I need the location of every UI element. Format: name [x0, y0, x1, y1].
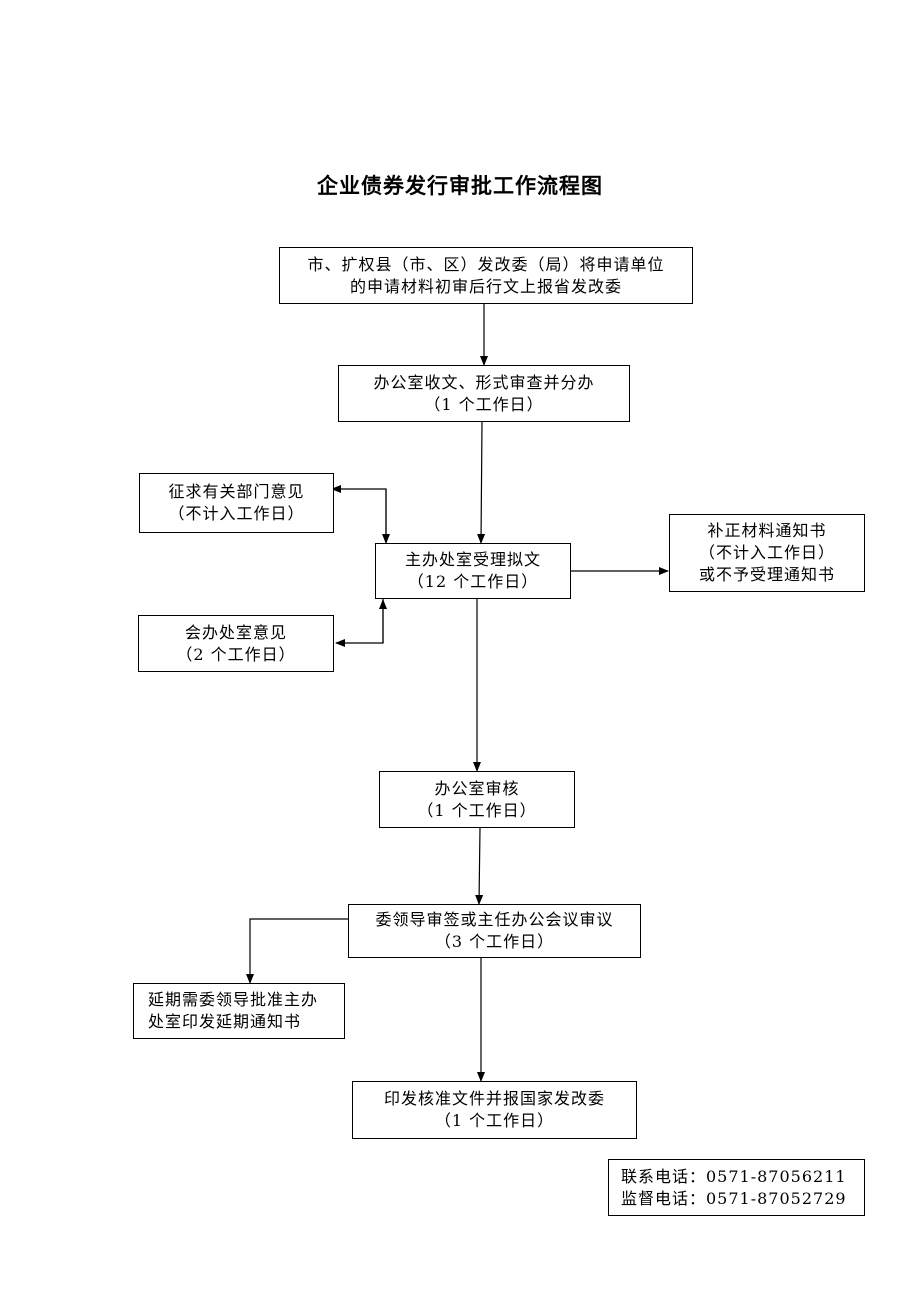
arrow-review-to-leader [475, 827, 484, 905]
arrow-office-to-main [477, 421, 486, 544]
arrow-main-to-consult [331, 485, 387, 543]
node-office-review-line2: （1 个工作日） [417, 800, 537, 820]
arrow-main-to-co-division [335, 599, 384, 647]
contact-supervision-phone: 监督电话：0571-87052729 [621, 1188, 847, 1208]
node-supplement-notice-line3: 或不予受理通知书 [698, 565, 835, 584]
node-consult-departments: 征求有关部门意见 （不计入工作日） [139, 473, 334, 533]
node-approval: 印发核准文件并报国家发改委 （1 个工作日） [352, 1081, 637, 1139]
node-office-receive-line2: （1 个工作日） [424, 394, 544, 414]
node-submit-line2: 的申请材料初审后行文上报省发改委 [349, 276, 622, 296]
node-co-division: 会办处室意见 （2 个工作日） [138, 615, 334, 672]
node-office-receive: 办公室收文、形式审查并分办 （1 个工作日） [338, 365, 630, 422]
page-title: 企业债券发行审批工作流程图 [317, 173, 603, 198]
node-supplement-notice-line1: 补正材料通知书 [707, 521, 827, 540]
contact-box: 联系电话：0571-87056211 监督电话：0571-87052729 [608, 1159, 865, 1216]
node-co-division-line1: 会办处室意见 [184, 622, 287, 642]
node-approval-line1: 印发核准文件并报国家发改委 [383, 1089, 605, 1108]
node-office-receive-line1: 办公室收文、形式审查并分办 [373, 372, 595, 392]
node-extension-line2: 处室印发延期通知书 [148, 1012, 302, 1031]
node-main-division-line2: （12 个工作日） [407, 572, 539, 591]
arrow-leader-to-extension [246, 918, 348, 984]
node-leader-review-line1: 委领导审签或主任办公会议审议 [375, 910, 614, 929]
node-leader-review-line2: （3 个工作日） [434, 932, 555, 951]
node-office-review-line1: 办公室审核 [434, 778, 520, 798]
node-main-division: 主办处室受理拟文 （12 个工作日） [375, 543, 571, 599]
node-office-review: 办公室审核 （1 个工作日） [379, 771, 575, 828]
node-submit: 市、扩权县（市、区）发改委（局）将申请单位 的申请材料初审后行文上报省发改委 [279, 247, 693, 304]
node-leader-review: 委领导审签或主任办公会议审议 （3 个工作日） [348, 904, 641, 958]
node-consult-departments-line2: （不计入工作日） [168, 504, 305, 523]
node-consult-departments-line1: 征求有关部门意见 [168, 482, 305, 501]
node-submit-line1: 市、扩权县（市、区）发改委（局）将申请单位 [307, 254, 665, 274]
node-supplement-notice: 补正材料通知书 （不计入工作日） 或不予受理通知书 [669, 514, 865, 592]
node-extension: 延期需委领导批准主办 处室印发延期通知书 [133, 983, 345, 1039]
node-main-division-line1: 主办处室受理拟文 [404, 550, 541, 569]
node-co-division-line2: （2 个工作日） [176, 644, 296, 664]
contact-phone: 联系电话：0571-87056211 [621, 1166, 847, 1186]
node-approval-line2: （1 个工作日） [434, 1111, 555, 1130]
node-extension-line1: 延期需委领导批准主办 [148, 990, 319, 1009]
node-supplement-notice-line2: （不计入工作日） [698, 543, 835, 562]
